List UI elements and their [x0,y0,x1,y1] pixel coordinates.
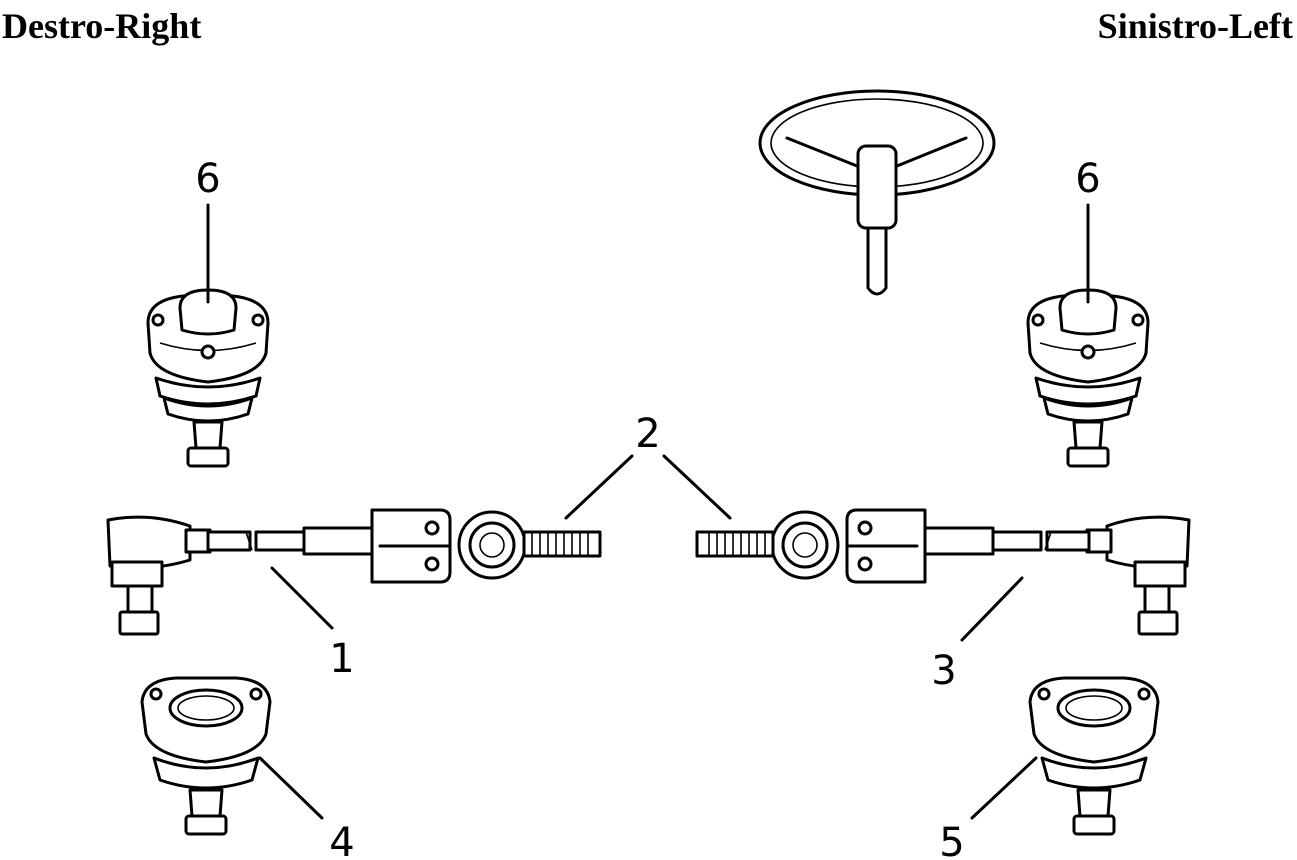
upper-ball-joint-left [1026,288,1150,468]
lower-ball-joint-right [140,676,272,836]
tie-rod-left [695,508,1191,636]
callout-5: 5 [939,820,964,860]
heading-destro-right: Destro-Right [2,6,202,46]
callout-1: 1 [329,636,354,682]
upper-ball-joint-right [146,288,270,468]
lower-ball-joint-left [1028,676,1160,836]
callout-2: 2 [635,411,660,457]
callout-6-left: 6 [1075,156,1100,202]
callout-4: 4 [329,820,354,860]
leader-lines [206,203,1090,820]
callout-6-right: 6 [195,156,220,202]
tie-rod-right [106,508,602,636]
heading-sinistro-left: Sinistro-Left [1097,6,1293,46]
callout-3: 3 [931,648,956,694]
steering-wheel [758,89,996,296]
